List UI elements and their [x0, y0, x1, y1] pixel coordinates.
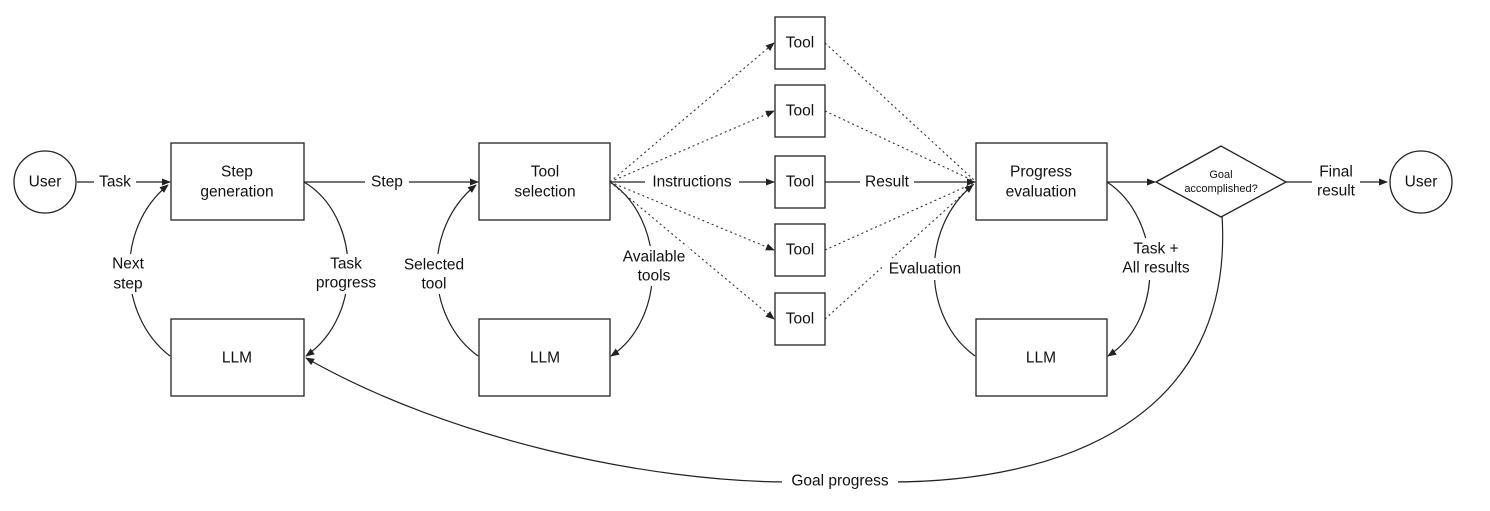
edge-dotted-to-tool-5: [609, 181, 775, 320]
step-generation-node: Step generation: [170, 142, 305, 221]
tool-2-label: Tool: [786, 103, 814, 120]
edge-dotted-from-tool-5: [824, 183, 975, 320]
user-start-node: User: [13, 150, 77, 214]
svg-text:Task +: Task +: [1133, 241, 1178, 258]
svg-text:Selected: Selected: [404, 257, 464, 274]
edge-dotted-from-tool-4: [824, 182, 975, 251]
tool-3-label: Tool: [786, 174, 814, 191]
step-generation-label-line1: Step: [221, 164, 253, 181]
svg-text:Available: Available: [623, 249, 686, 266]
edge-dotted-from-tool-2: [824, 110, 975, 182]
svg-text:Goal progress: Goal progress: [791, 473, 889, 490]
svg-text:tool: tool: [422, 276, 447, 293]
tool-node-1: Tool: [774, 16, 826, 70]
svg-text:Final: Final: [1319, 164, 1353, 181]
edge-label-next-step: Next step: [105, 254, 153, 294]
user-end-node: User: [1389, 150, 1453, 214]
goal-decision-label-line2: accomplished?: [1184, 183, 1257, 195]
user-end-label: User: [1405, 174, 1438, 191]
llm-eval-label: LLM: [1026, 350, 1056, 367]
progress-evaluation-label-line2: evaluation: [1006, 184, 1077, 201]
edge-label-task-progress: Task progress: [312, 254, 382, 294]
progress-evaluation-label-line1: Progress: [1010, 164, 1072, 181]
edge-label-task-all-results: Task + All results: [1114, 238, 1198, 280]
tool-5-label: Tool: [786, 311, 814, 328]
llm-step-label: LLM: [222, 350, 252, 367]
edge-label-step: Step: [365, 171, 409, 193]
llm-tool-label: LLM: [530, 350, 560, 367]
edge-label-instructions: Instructions: [645, 171, 739, 193]
llm-eval-node: LLM: [975, 318, 1108, 397]
tool-node-5: Tool: [774, 292, 826, 346]
tool-selection-label-line2: selection: [514, 184, 575, 201]
svg-text:Next: Next: [112, 256, 145, 273]
edge-label-task: Task: [94, 171, 136, 193]
edge-label-final-result: Final result: [1312, 162, 1360, 202]
edge-label-result: Result: [860, 171, 914, 193]
user-start-label: User: [29, 174, 62, 191]
svg-text:Result: Result: [865, 174, 910, 191]
llm-tool-node: LLM: [478, 318, 611, 397]
svg-text:Instructions: Instructions: [652, 174, 732, 191]
edge-label-evaluation: Evaluation: [882, 258, 968, 280]
svg-text:step: step: [113, 276, 142, 293]
svg-text:Step: Step: [371, 174, 403, 191]
svg-text:tools: tools: [638, 268, 671, 285]
tool-selection-node: Tool selection: [478, 142, 611, 221]
edge-label-available-tools: Available tools: [616, 246, 688, 286]
svg-text:Evaluation: Evaluation: [889, 261, 961, 278]
edge-label-selected-tool: Selected tool: [398, 254, 470, 294]
svg-text:Task: Task: [99, 174, 131, 191]
tool-node-2: Tool: [774, 84, 826, 138]
llm-step-node: LLM: [170, 318, 305, 397]
tool-node-3: Tool: [774, 155, 826, 209]
tool-selection-label-line1: Tool: [531, 164, 559, 181]
goal-decision-node: Goal accomplished?: [1154, 145, 1288, 218]
tool-4-label: Tool: [786, 242, 814, 259]
edge-dotted-from-tool-1: [824, 42, 975, 181]
edge-dotted-to-tool-1: [609, 42, 775, 183]
edge-label-goal-progress: Goal progress: [782, 470, 898, 492]
tool-node-4: Tool: [774, 223, 826, 277]
svg-text:result: result: [1317, 183, 1356, 200]
step-generation-label-line2: generation: [200, 184, 273, 201]
tool-1-label: Tool: [786, 35, 814, 52]
svg-text:All results: All results: [1122, 260, 1189, 277]
svg-text:progress: progress: [316, 275, 377, 292]
progress-evaluation-node: Progress evaluation: [975, 142, 1108, 221]
goal-decision-label-line1: Goal: [1209, 169, 1232, 181]
svg-text:Task: Task: [330, 256, 362, 273]
